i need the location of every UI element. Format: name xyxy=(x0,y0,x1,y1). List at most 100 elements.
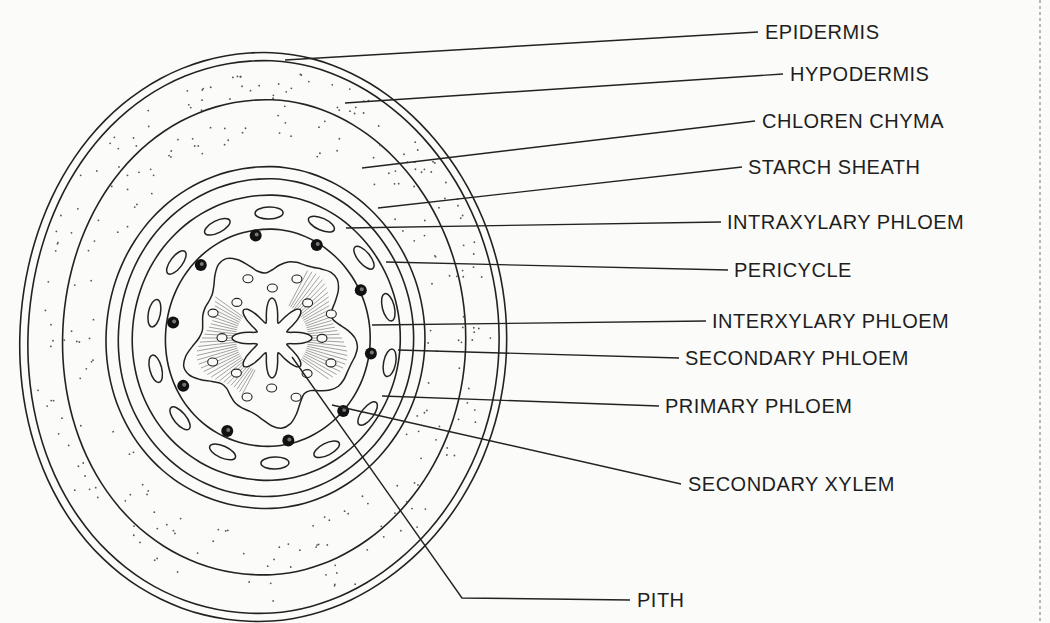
fibre-patch xyxy=(146,298,163,328)
stipple-dot xyxy=(273,558,275,560)
primary-phloem xyxy=(311,239,323,251)
stipple-dot xyxy=(135,145,137,147)
stipple-dot xyxy=(272,600,274,602)
stipple-dot xyxy=(154,559,156,561)
stipple-dot xyxy=(202,88,204,90)
stipple-dot xyxy=(239,76,241,78)
stipple-dot xyxy=(278,546,280,548)
stipple-dot xyxy=(373,157,375,159)
stipple-dot xyxy=(190,107,192,109)
tissue-ring xyxy=(132,195,400,480)
fibre-patch xyxy=(311,438,341,461)
fibre-patch xyxy=(207,441,237,463)
stipple-dot xyxy=(127,174,129,176)
secondary-xylem-hatch xyxy=(197,271,348,395)
stipple-dot xyxy=(46,405,48,407)
stipple-dot xyxy=(224,144,226,146)
stipple-dot xyxy=(118,166,120,168)
stipple-dot xyxy=(273,94,275,96)
stipple-dot xyxy=(114,136,116,138)
stipple-dot xyxy=(127,226,129,228)
interxylary-phloem-island xyxy=(267,284,277,292)
stipple-dot xyxy=(168,155,170,157)
stipple-dot xyxy=(147,490,149,492)
stipple-dot xyxy=(474,409,476,411)
stipple-dot xyxy=(124,500,126,502)
stipple-dot xyxy=(225,530,227,532)
stipple-dot xyxy=(146,494,148,496)
stipple-dot xyxy=(290,87,292,89)
primary-phloem-centre xyxy=(200,262,204,266)
primary-phloem-centre xyxy=(370,351,374,355)
stipple-dot xyxy=(61,417,63,419)
primary-phloem-centre xyxy=(287,438,291,442)
stipple-dot xyxy=(258,85,260,87)
stipple-dot xyxy=(80,425,82,427)
interxylary-phloem-island xyxy=(232,298,242,306)
stipple-dot xyxy=(151,193,153,195)
interxylary-phloem-island xyxy=(326,310,336,318)
stipple-dot xyxy=(153,511,155,513)
primary-phloem xyxy=(221,425,233,437)
stipple-dot xyxy=(166,524,168,526)
stipple-dot xyxy=(248,581,250,583)
stipple-dot xyxy=(403,153,405,155)
stipple-dot xyxy=(174,533,176,535)
stipple-dot xyxy=(439,426,441,428)
stipple-dot xyxy=(416,526,418,528)
stipple-dot xyxy=(449,275,451,277)
stipple-dot xyxy=(227,139,229,141)
stipple-dot xyxy=(197,552,199,554)
stipple-dot xyxy=(328,519,330,521)
stipple-dot xyxy=(319,152,321,154)
primary-phloem-centre xyxy=(226,428,230,432)
stipple-dot xyxy=(85,368,87,370)
stipple-dot xyxy=(462,215,464,217)
stipple-dot xyxy=(438,207,440,209)
stipple-dot xyxy=(229,98,231,100)
stipple-dot xyxy=(180,518,182,520)
stipple-dot xyxy=(421,171,423,173)
stipple-dot xyxy=(299,549,301,551)
stipple-dot xyxy=(63,339,65,341)
interxylary-phloem-island xyxy=(291,393,301,401)
stipple-dot xyxy=(462,270,464,272)
stipple-dot xyxy=(71,330,73,332)
interxylary-phloem-island xyxy=(243,275,253,283)
tissue-ring xyxy=(106,167,425,509)
stipple-dot xyxy=(91,361,93,363)
stipple-dot xyxy=(473,241,475,243)
stipple-dot xyxy=(45,310,47,312)
stipple-dot xyxy=(378,125,380,127)
stipple-dot xyxy=(156,528,158,530)
stipple-dot xyxy=(147,110,149,112)
stipple-dot xyxy=(136,204,138,206)
stipple-dot xyxy=(473,331,475,333)
stipple-dot xyxy=(201,109,203,111)
pith xyxy=(232,298,312,378)
fibre-patch xyxy=(163,248,189,278)
stipple-dot xyxy=(192,138,194,140)
stipple-dot xyxy=(139,541,141,543)
tissue-ring xyxy=(20,53,507,622)
stipple-dot xyxy=(250,90,252,92)
stipple-dot xyxy=(417,484,419,486)
interxylary-phloem-island xyxy=(267,384,277,392)
stipple-dot xyxy=(466,402,468,404)
stipple-dot xyxy=(287,543,289,545)
stipple-dot xyxy=(458,339,460,341)
primary-phloem xyxy=(355,284,367,296)
stipple-dot xyxy=(79,377,81,379)
stipple-dot xyxy=(478,328,480,330)
stipple-dot xyxy=(134,206,136,208)
stipple-dot xyxy=(232,77,234,79)
primary-phloem xyxy=(177,380,189,392)
stipple-dot xyxy=(338,109,340,111)
stipple-dot xyxy=(242,132,244,134)
stipple-dot xyxy=(52,340,54,342)
stipple-dot xyxy=(284,105,286,107)
stipple-dot xyxy=(331,84,333,86)
stipple-dot xyxy=(427,342,429,344)
stipple-dot xyxy=(435,439,437,441)
stipple-dot xyxy=(148,126,150,128)
